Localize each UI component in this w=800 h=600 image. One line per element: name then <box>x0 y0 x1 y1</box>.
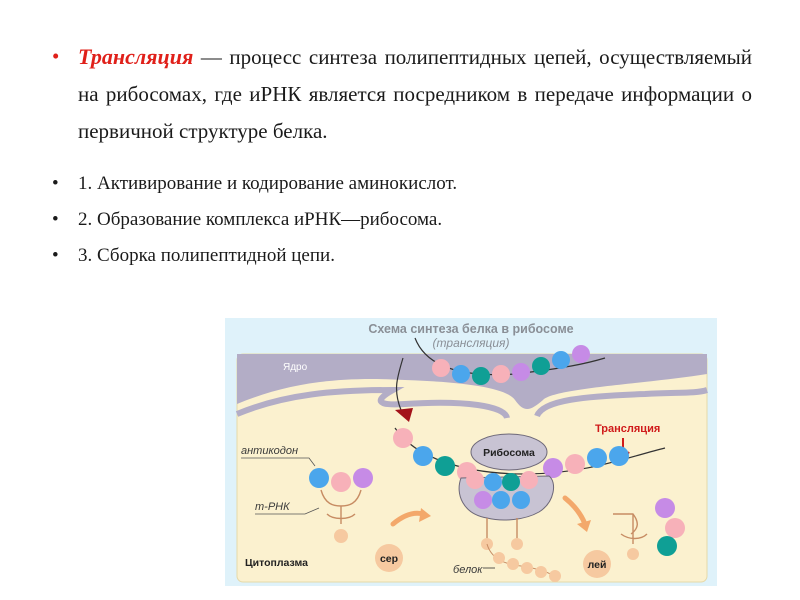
nucleotide-blue <box>309 468 329 488</box>
amino-acid <box>521 562 533 574</box>
flow-arrow-icon <box>419 508 431 522</box>
translation-label: Трансляция <box>595 423 660 435</box>
nucleotide-blue <box>609 446 629 466</box>
diagram-title: Схема синтеза белка в рибосоме <box>368 322 573 336</box>
nucleotide-pink <box>466 471 484 489</box>
amino-acid <box>627 548 639 560</box>
nucleotide-teal <box>472 367 490 385</box>
anticodon-label: антикодон <box>241 445 298 457</box>
nucleotide-teal <box>532 357 550 375</box>
nucleotide-blue <box>413 446 433 466</box>
cytoplasm-label: Цитоплазма <box>245 557 308 569</box>
amino-acid-ser-icon <box>375 544 403 572</box>
amino-acid-ser-label: сер <box>380 553 398 565</box>
amino-acid <box>334 529 348 543</box>
nucleotide-purple <box>572 345 590 363</box>
nucleotide-pink <box>331 472 351 492</box>
nucleotide-purple <box>353 468 373 488</box>
translation-diagram: Схема синтеза белка в рибосоме (трансляц… <box>225 318 717 586</box>
nucleotide-purple <box>512 363 530 381</box>
bullet-icon: • <box>52 173 59 194</box>
nucleotide-pink <box>432 359 450 377</box>
nucleotide-teal <box>657 536 677 556</box>
nucleus-label: Ядро <box>283 362 308 373</box>
nucleotide-pink <box>393 428 413 448</box>
steps-list: • 1. Активирование и кодирование аминокис… <box>52 166 752 274</box>
nucleotide-blue <box>492 491 510 509</box>
bullet-icon: • <box>52 44 60 68</box>
bullet-icon: • <box>52 209 59 230</box>
protein-chain <box>486 543 556 577</box>
nucleotide-blue <box>452 365 470 383</box>
step-text: 1. Активирование и кодирование аминокисл… <box>78 173 458 194</box>
nucleotide-blue <box>484 473 502 491</box>
nucleotide-pink <box>492 365 510 383</box>
nucleus-shape <box>237 354 707 410</box>
trna-body <box>320 489 362 524</box>
anticodon-leader <box>241 457 316 467</box>
nuclear-envelope <box>534 387 708 418</box>
nucleotide-purple <box>543 458 563 478</box>
nucleotide-teal <box>502 473 520 491</box>
step-item: • 2. Образование комплекса иРНК—рибосома. <box>52 202 752 238</box>
step-item: • 3. Сборка полипептидной цепи. <box>52 238 752 274</box>
amino-acid-leu-label: лей <box>588 559 607 571</box>
amino-acid <box>507 558 519 570</box>
ribosome-large-subunit <box>470 433 548 471</box>
definition-term: Трансляция <box>78 44 194 69</box>
export-arrow-icon <box>395 408 413 422</box>
definition-paragraph: • Трансляция — процесс синтеза полипепти… <box>52 38 752 150</box>
slide-text: • Трансляция — процесс синтеза полипепти… <box>52 38 752 274</box>
definition-text: — процесс синтеза полипептидных цепей, о… <box>78 45 752 143</box>
trna-leader <box>255 507 320 515</box>
diagram-subtitle: (трансляция) <box>433 336 510 350</box>
nucleotide-teal <box>435 456 455 476</box>
nucleotide-purple <box>655 498 675 518</box>
bullet-icon: • <box>52 245 59 266</box>
nucleotide-pink <box>565 454 585 474</box>
flow-arrow-icon <box>577 520 591 532</box>
step-text: 2. Образование комплекса иРНК—рибосома. <box>78 209 443 230</box>
mrna-strand-pore <box>395 357 404 411</box>
nucleotide-blue <box>512 491 530 509</box>
flow-arrow-icon <box>562 495 588 527</box>
nucleotide-blue <box>552 351 570 369</box>
step-item: • 1. Активирование и кодирование аминокис… <box>52 166 752 202</box>
amino-acid <box>535 566 547 578</box>
step-text: 3. Сборка полипептидной цепи. <box>78 245 335 266</box>
amino-acid <box>493 552 505 564</box>
ribosome-label: Рибосома <box>483 447 535 459</box>
amino-acid <box>511 538 523 550</box>
trna-bound <box>486 518 518 540</box>
trna-released <box>613 513 648 544</box>
amino-acid-leu-icon <box>583 550 611 578</box>
nucleotide-blue <box>587 448 607 468</box>
protein-label: белок <box>453 564 483 576</box>
nucleotide-pink <box>665 518 685 538</box>
nuclear-envelope <box>235 386 510 420</box>
nucleotide-purple <box>474 491 492 509</box>
amino-acid <box>549 570 561 582</box>
trna-label: т-РНК <box>255 501 290 513</box>
nucleotide-pink <box>520 471 538 489</box>
